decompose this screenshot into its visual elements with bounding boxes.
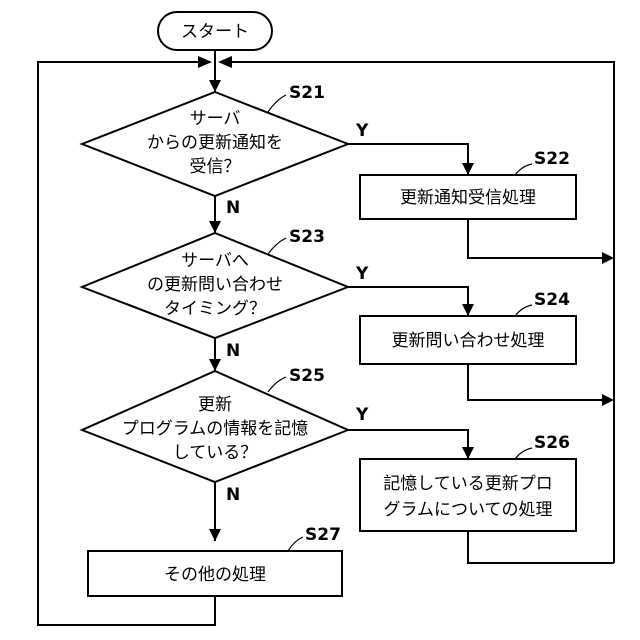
process-s26-step-label: S26 [534,433,570,453]
arrow-into-s24 [462,304,474,316]
decision-s21-line-2: からの更新通知を [147,133,283,153]
decision-s21-line-1: サーバ [190,109,241,129]
decision-s25-no-label: N [226,485,240,505]
arrow-into-s22 [462,163,474,175]
decision-s23-no-label: N [226,341,240,361]
decision-s25-line-1: 更新 [198,395,232,415]
decision-s25-yes-label: Y [355,405,369,425]
arrow-loop-return [198,56,212,68]
arrow-into-s25 [209,359,221,371]
decision-s23-line-3: タイミング？ [164,299,266,319]
decision-s25-step-leader [268,377,286,392]
decision-s25-line-3: している？ [173,443,258,463]
decision-s23-line-2: の更新問い合わせ [147,275,283,295]
process-s26-line-1: 記憶している更新プロ [383,474,553,494]
s22-out-line [468,219,602,258]
decision-s23: サーバへ の更新問い合わせ タイミング？ S23 Y N [82,227,369,361]
arrow-into-s21 [209,80,221,92]
decision-s23-step-leader [268,238,286,254]
start-node: スタート [158,12,272,50]
decision-s21-yes-label: Y [355,121,369,141]
s25-yes-line [348,430,468,459]
decision-s23-step-label: S23 [289,227,325,247]
start-label: スタート [181,22,249,42]
s24-out-line [468,364,602,400]
process-s27-step-leader [288,537,303,551]
process-s26-line-2: グラムについての処理 [384,500,553,520]
decision-s23-line-1: サーバへ [181,251,249,271]
arrow-merge-return [218,56,232,68]
process-s26-shape [360,459,576,531]
process-s24-step-leader [515,305,532,316]
process-s27-line-1: その他の処理 [164,565,266,585]
s21-yes-line [348,144,468,175]
arrow-into-s23 [209,221,221,233]
process-s22-line-1: 更新通知受信処理 [400,188,536,208]
process-s26-step-leader [515,448,532,459]
decision-s25: 更新 プログラムの情報を記憶 している？ S25 Y N [82,366,369,505]
decision-s23-yes-label: Y [355,264,369,284]
s26-out-line [468,531,614,563]
decision-s21-step-leader [268,95,286,112]
decision-s21-line-3: 受信？ [190,157,241,177]
arrow-s22-to-merge [602,252,614,264]
arrow-into-s26 [462,447,474,459]
decision-s21-no-label: N [226,198,240,218]
process-s22-step-label: S22 [534,149,570,169]
s23-yes-line [348,287,468,316]
arrow-into-s27 [209,529,221,541]
arrow-s24-to-merge [602,394,614,406]
decision-s21-step-label: S21 [289,83,325,103]
process-s22-step-leader [515,164,532,175]
decision-s25-line-2: プログラムの情報を記憶 [122,419,309,439]
process-s24-step-label: S24 [534,290,570,310]
process-s27-step-label: S27 [305,525,341,545]
decision-s25-step-label: S25 [289,366,325,386]
process-s24-line-1: 更新問い合わせ処理 [392,331,545,351]
decision-s21: サーバ からの更新通知を 受信？ S21 Y N [82,83,369,218]
